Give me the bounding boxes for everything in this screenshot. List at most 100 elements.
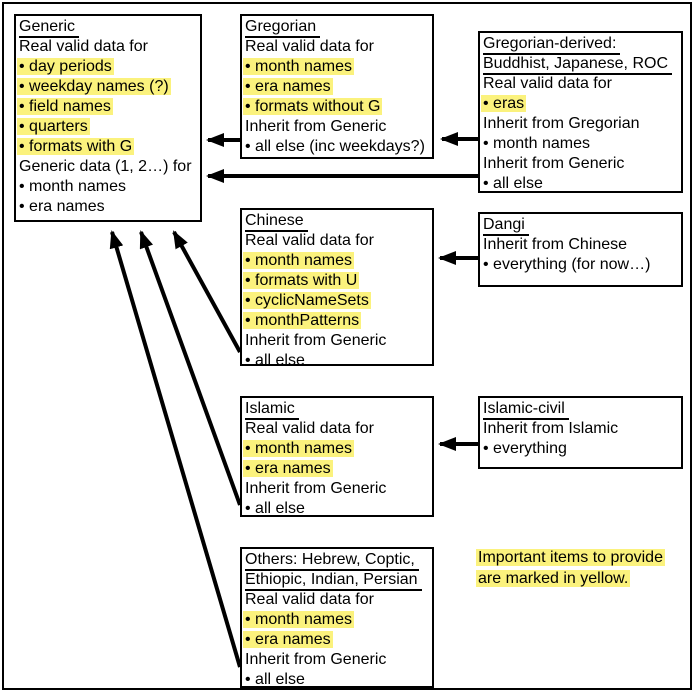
list-item-text: Inherit from Generic	[245, 332, 387, 349]
list-item-text: Inherit from Chinese	[483, 236, 628, 253]
box-islamic-civil: Islamic-civil Inherit from Islamic • eve…	[478, 396, 683, 469]
line: Islamic	[245, 399, 429, 420]
line: • month names	[483, 134, 678, 154]
line: Real valid data for	[245, 590, 429, 610]
line: Inherit from Generic	[245, 117, 429, 137]
line: Ethiopic, Indian, Persian	[245, 570, 429, 591]
legend-note-text: Important items to provide	[476, 549, 665, 566]
line: Inherit from Generic	[245, 650, 429, 670]
line: Generic	[19, 17, 197, 38]
list-item-text: Real valid data for	[245, 232, 374, 249]
list-item-text: Inherit from Generic	[245, 118, 387, 135]
line: Inherit from Generic	[245, 479, 429, 499]
box-islamic: Islamic Real valid data for • month name…	[240, 396, 434, 517]
line: Inherit from Chinese	[483, 235, 678, 255]
line: • all else	[245, 499, 429, 519]
box-gregorian-derived-title: Gregorian-derived:	[483, 35, 621, 55]
line: Gregorian-derived:	[483, 34, 678, 55]
line: • all else	[483, 174, 678, 194]
line: Important items to provide	[476, 547, 698, 568]
highlighted-item: • month names	[243, 611, 354, 628]
highlighted-item: • weekday names (?)	[17, 78, 171, 95]
list-item-text: • all else	[245, 352, 305, 369]
highlighted-item: • month names	[243, 58, 354, 75]
line: • all else	[245, 351, 429, 371]
list-item-text: • all else	[245, 671, 305, 688]
line: Inherit from Generic	[483, 154, 678, 174]
line: • era names	[243, 630, 429, 650]
line: Real valid data for	[483, 74, 678, 94]
box-gregorian-title: Gregorian	[245, 18, 321, 38]
line: • all else (inc weekdays?)	[245, 137, 429, 157]
line: • monthPatterns	[243, 311, 429, 331]
line: • month names	[243, 610, 429, 630]
highlighted-item: • monthPatterns	[243, 312, 362, 329]
list-item-text: • all else	[483, 175, 543, 192]
list-item-text: Inherit from Islamic	[483, 420, 619, 437]
highlighted-item: • formats without G	[243, 98, 383, 115]
line: • day periods	[17, 57, 197, 77]
list-item-text: • month names	[19, 178, 126, 195]
line: Real valid data for	[245, 231, 429, 251]
line: • formats with G	[17, 137, 197, 157]
line: • all else	[245, 670, 429, 690]
highlighted-item: • quarters	[17, 118, 90, 135]
box-others-title: Others: Hebrew, Coptic,	[245, 551, 419, 571]
list-item-text: Inherit from Gregorian	[483, 115, 640, 132]
box-gregorian-derived: Gregorian-derived: Buddhist, Japanese, R…	[478, 31, 683, 193]
line: Others: Hebrew, Coptic,	[245, 550, 429, 571]
line: Inherit from Islamic	[483, 419, 678, 439]
box-others: Others: Hebrew, Coptic, Ethiopic, Indian…	[240, 547, 434, 688]
line: Real valid data for	[19, 37, 197, 57]
list-item-text: • era names	[19, 198, 105, 215]
highlighted-item: • era names	[243, 460, 333, 477]
line: • everything	[483, 439, 678, 459]
box-dangi: Dangi Inherit from Chinese • everything …	[478, 212, 683, 287]
highlighted-item: • formats with U	[243, 272, 360, 289]
list-item-text: • all else	[245, 500, 305, 517]
line: Inherit from Gregorian	[483, 114, 678, 134]
box-dangi-title: Dangi	[483, 216, 529, 236]
line: • month names	[243, 251, 429, 271]
box-islamic-title: Islamic	[245, 400, 299, 420]
box-gregorian: Gregorian Real valid data for • month na…	[240, 14, 434, 159]
highlighted-item: • month names	[243, 252, 354, 269]
list-item-text: Real valid data for	[245, 38, 374, 55]
legend-note: Important items to provide are marked in…	[476, 547, 698, 589]
line: are marked in yellow.	[476, 568, 698, 589]
line: Generic data (1, 2…) for	[19, 157, 197, 177]
box-chinese: Chinese Real valid data for • month name…	[240, 208, 434, 369]
line: • formats with U	[243, 271, 429, 291]
line: • month names	[243, 57, 429, 77]
line: Islamic-civil	[483, 399, 678, 420]
line: • era names	[243, 77, 429, 97]
list-item-text: Generic data (1, 2…) for	[19, 158, 192, 175]
highlighted-item: • field names	[17, 98, 113, 115]
box-generic-title: Generic	[19, 18, 80, 38]
box-others-subtitle: Ethiopic, Indian, Persian	[245, 571, 422, 591]
highlighted-item: • cyclicNameSets	[243, 292, 371, 309]
outer-border	[2, 2, 692, 690]
line: • month names	[19, 177, 197, 197]
line: Real valid data for	[245, 37, 429, 57]
list-item-text: • everything	[483, 440, 567, 457]
legend-note-text: are marked in yellow.	[476, 570, 631, 587]
line: • quarters	[17, 117, 197, 137]
line: Chinese	[245, 211, 429, 232]
line: • era names	[19, 197, 197, 217]
list-item-text: Real valid data for	[245, 420, 374, 437]
box-islamic-civil-title: Islamic-civil	[483, 400, 569, 420]
list-item-text: Real valid data for	[19, 38, 148, 55]
line: Dangi	[483, 215, 678, 236]
line: • field names	[17, 97, 197, 117]
list-item-text: Real valid data for	[483, 75, 612, 92]
list-item-text: • everything (for now…)	[483, 256, 651, 273]
highlighted-item: • day periods	[17, 58, 114, 75]
line: • formats without G	[243, 97, 429, 117]
line: Inherit from Generic	[245, 331, 429, 351]
line: • month names	[243, 439, 429, 459]
line: Real valid data for	[245, 419, 429, 439]
box-generic: Generic Real valid data for • day period…	[14, 14, 202, 222]
highlighted-item: • month names	[243, 440, 354, 457]
line: • cyclicNameSets	[243, 291, 429, 311]
